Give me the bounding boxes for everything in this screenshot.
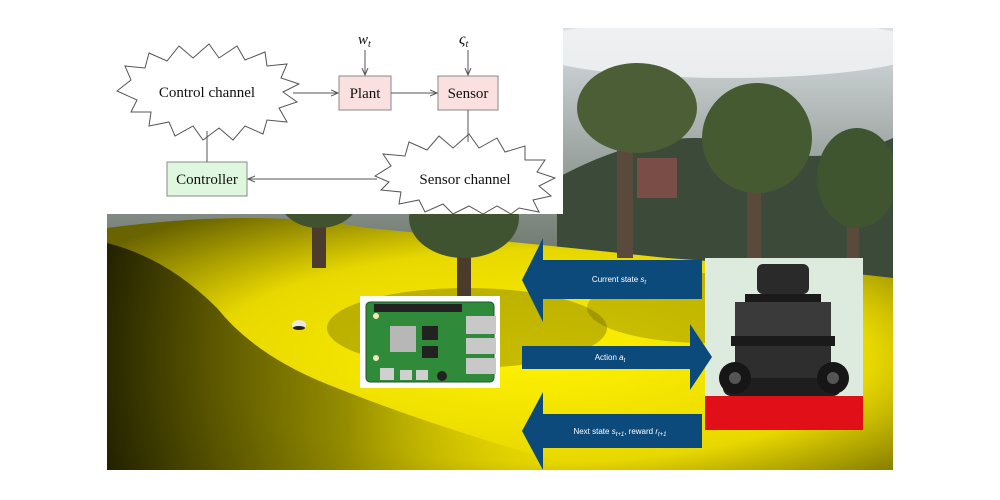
action-label: Action at xyxy=(595,353,626,364)
raspberry-pi-photo xyxy=(360,296,500,388)
turtlebot-photo xyxy=(705,258,863,430)
scene-robot xyxy=(292,320,306,330)
tree xyxy=(817,128,893,278)
disturbance-w-label: wt xyxy=(358,32,371,50)
sensor-label: Sensor xyxy=(448,86,489,102)
sensor-node: Sensor xyxy=(437,75,499,111)
plant-node: Plant xyxy=(338,75,392,111)
controller-label: Controller xyxy=(176,172,238,188)
next-state-label: Next state st+1, reward rt+1 xyxy=(573,427,666,438)
current-state-arrow: Current state st xyxy=(522,238,702,322)
action-arrow: Action at xyxy=(522,324,712,390)
noise-s-label: ςt xyxy=(459,31,469,50)
plant-label: Plant xyxy=(350,86,382,102)
sensor-channel-label: Sensor channel xyxy=(419,172,510,188)
tree xyxy=(702,83,812,268)
control-block-diagram: Control channel Plant Sensor Controller … xyxy=(107,28,563,214)
control-channel-label: Control channel xyxy=(159,85,255,101)
tree xyxy=(577,63,697,258)
current-state-label: Current state st xyxy=(592,275,646,286)
next-state-arrow: Next state st+1, reward rt+1 xyxy=(522,392,702,470)
sensor-channel-node: Sensor channel xyxy=(373,133,557,214)
controller-node: Controller xyxy=(166,161,248,197)
control-channel-node: Control channel xyxy=(116,43,301,141)
